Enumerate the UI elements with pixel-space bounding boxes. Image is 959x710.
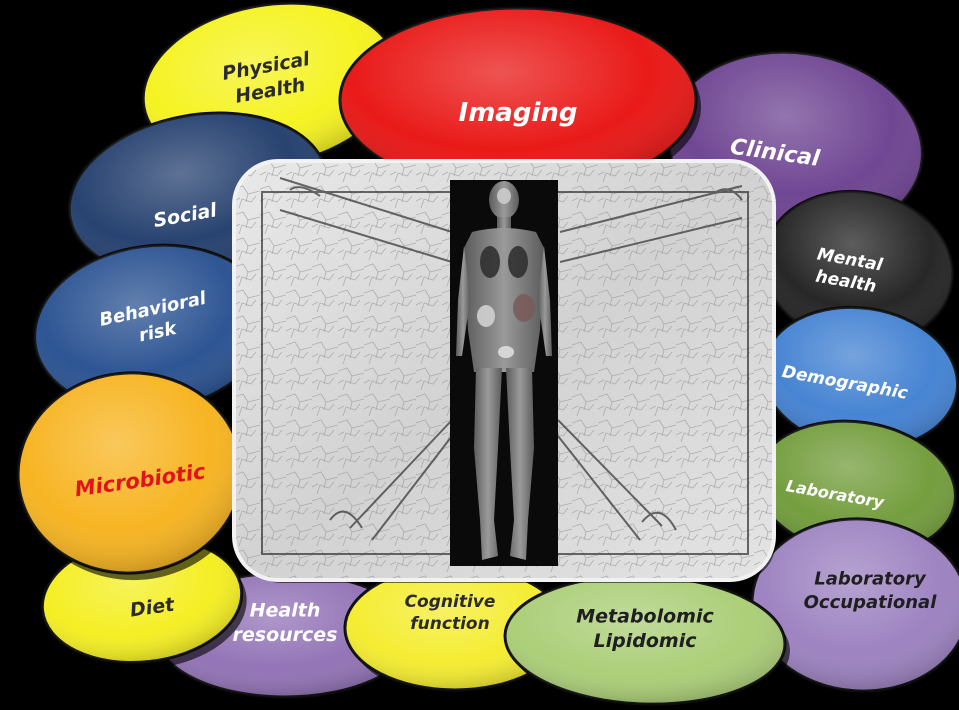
bubble-label-line: Cognitive — [405, 592, 496, 612]
bubble-label-line: Metabolomic — [576, 605, 714, 627]
bubble-label-line: Imaging — [459, 98, 578, 128]
center-image — [232, 159, 776, 583]
bubble-metabolomic-lipidomic: MetabolomicLipidomic — [503, 571, 792, 710]
bubble-laboratory-occupational: LaboratoryOccupational — [746, 512, 959, 706]
bubble-label-line: function — [410, 614, 489, 634]
bubble-label-line: Laboratory — [814, 569, 927, 590]
bubble-label-line: resources — [233, 624, 338, 646]
bubble-label-line: Occupational — [804, 592, 938, 613]
bubble-label-line: Health — [250, 599, 321, 621]
bubble-label-imaging: Imaging — [459, 98, 578, 128]
bubble-label-line: Lipidomic — [594, 630, 698, 652]
